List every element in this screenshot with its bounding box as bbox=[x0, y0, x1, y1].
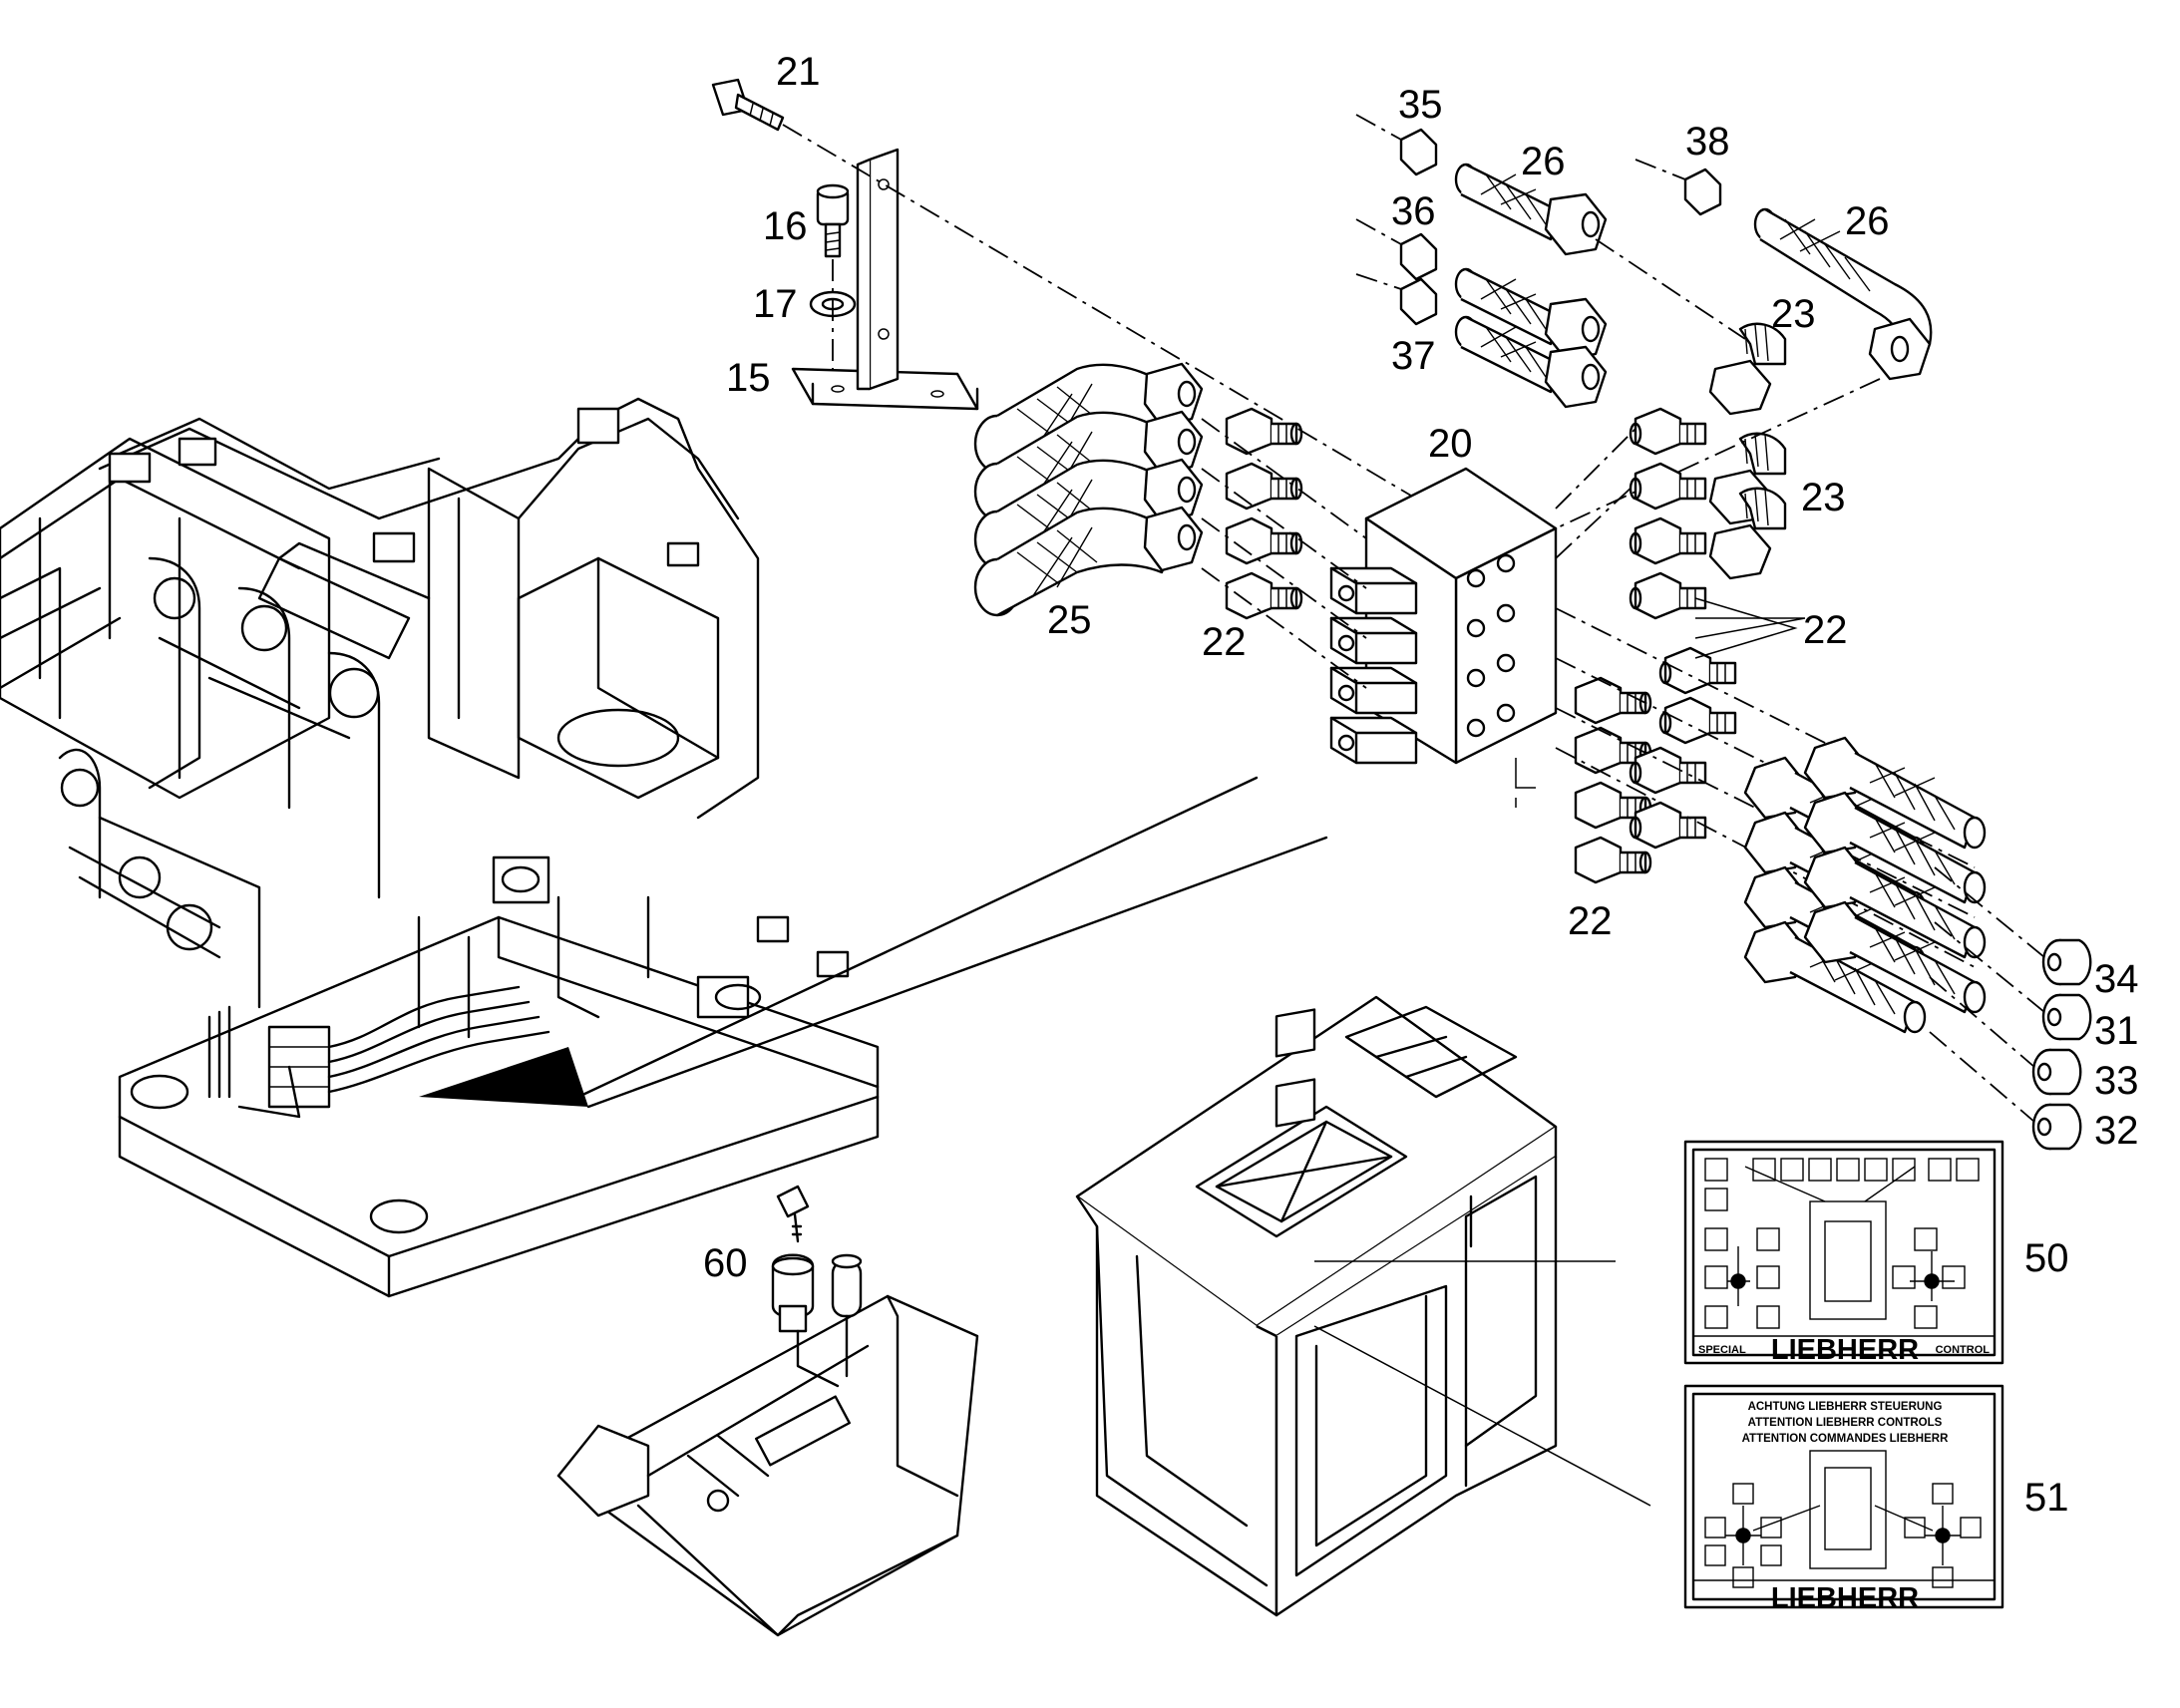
hoses-26-top bbox=[1355, 114, 1933, 580]
callout-22a: 22 bbox=[1202, 620, 1247, 664]
detail-pointer bbox=[419, 776, 1328, 1109]
callout-21: 21 bbox=[776, 50, 821, 94]
callout-16: 16 bbox=[763, 204, 808, 248]
callout-37: 37 bbox=[1391, 334, 1436, 378]
decal-attention-controls: ACHTUNG LIEBHERR STEUERUNG ATTENTION LIE… bbox=[1683, 1384, 2004, 1614]
callout-38: 38 bbox=[1685, 120, 1730, 164]
callout-20: 20 bbox=[1428, 422, 1473, 466]
callout-labels: 21 16 17 15 35 26 36 37 38 26 23 23 20 2… bbox=[703, 50, 2139, 1520]
callout-36: 36 bbox=[1391, 189, 1436, 233]
callout-26a: 26 bbox=[1521, 140, 1566, 183]
callout-22b: 22 bbox=[1803, 608, 1848, 652]
callout-23a: 23 bbox=[1771, 292, 1816, 336]
hoses-25 bbox=[973, 362, 1204, 617]
callout-34: 34 bbox=[2094, 957, 2139, 1001]
decal51-line1: ACHTUNG LIEBHERR STEUERUNG bbox=[1748, 1401, 1943, 1413]
uppercarriage-frame bbox=[0, 397, 880, 1298]
callout-60: 60 bbox=[703, 1241, 748, 1285]
decal51-line3: ATTENTION COMMANDES LIEBHERR bbox=[1742, 1433, 1949, 1445]
callout-51: 51 bbox=[2024, 1476, 2069, 1520]
decal51-brand: LIEBHERR bbox=[1771, 1582, 1919, 1614]
callout-23b: 23 bbox=[1801, 476, 1846, 519]
decal-special-control: SPECIAL LIEBHERR CONTROL bbox=[1683, 1140, 2004, 1366]
callout-17: 17 bbox=[753, 282, 798, 326]
fittings-22-left bbox=[1201, 407, 1367, 689]
operator-cab bbox=[1075, 995, 1651, 1617]
decal50-brand: LIEBHERR bbox=[1771, 1334, 1919, 1366]
callout-35: 35 bbox=[1398, 83, 1443, 127]
callout-15: 15 bbox=[726, 356, 771, 400]
bracket-assembly bbox=[711, 78, 1417, 500]
callout-50: 50 bbox=[2024, 1236, 2069, 1280]
callout-31: 31 bbox=[2094, 1009, 2139, 1053]
callout-26b: 26 bbox=[1845, 199, 1890, 243]
callout-25: 25 bbox=[1047, 598, 1092, 642]
hoses-26-lower bbox=[1743, 736, 2092, 1151]
callout-32: 32 bbox=[2094, 1109, 2139, 1153]
decal50-left-tag: SPECIAL bbox=[1698, 1344, 1746, 1356]
callout-22c: 22 bbox=[1568, 899, 1613, 943]
callout-33: 33 bbox=[2094, 1059, 2139, 1103]
control-console bbox=[556, 1185, 979, 1637]
decal51-line2: ATTENTION LIEBHERR CONTROLS bbox=[1748, 1417, 1943, 1429]
valve-block bbox=[1329, 467, 1558, 765]
decal50-right-tag: CONTROL bbox=[1936, 1344, 1991, 1356]
